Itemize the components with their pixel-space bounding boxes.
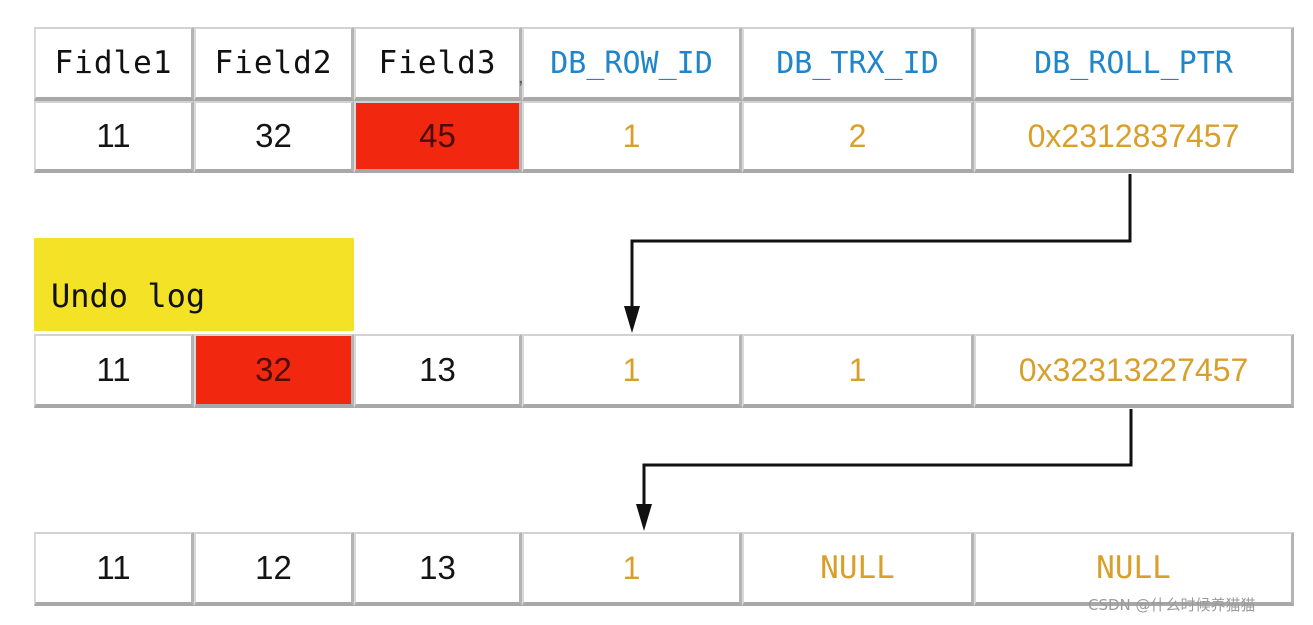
current-row-fidle1: 11: [34, 101, 194, 173]
watermark: CSDN @什么时候养猫猫: [1088, 596, 1256, 614]
undo-row-1-db-row-id: 1: [522, 334, 742, 408]
undo-row-1-db-trx-id: 1: [742, 334, 974, 408]
roll-pointer-arrowhead-2: [636, 504, 652, 531]
current-row-field2: 32: [194, 101, 354, 173]
undo-row-2-db-trx-id: NULL: [742, 532, 974, 606]
roll-pointer-arrow-1: [630, 174, 1132, 312]
header-separator-mark: ,: [518, 66, 524, 88]
header-field3: Field3: [354, 27, 522, 101]
undo-row-1-db-roll-ptr: 0x32313227457: [974, 334, 1294, 408]
undo-log-label: Undo log: [34, 238, 354, 331]
undo-row-1-field3: 13: [354, 334, 522, 408]
undo-row-2-fidle1: 11: [34, 532, 194, 606]
current-row-field3-changed: 45: [354, 101, 522, 173]
current-row-db-roll-ptr: 0x2312837457: [974, 101, 1294, 173]
undo-row-1-field2-changed: 32: [194, 334, 354, 408]
undo-row-2-field3: 13: [354, 532, 522, 606]
roll-pointer-arrowhead-1: [624, 306, 640, 333]
undo-row-2-db-roll-ptr: NULL: [974, 532, 1294, 606]
roll-pointer-arrow-2: [642, 409, 1133, 510]
undo-row-1-fidle1: 11: [34, 334, 194, 408]
header-fidle1: Fidle1: [34, 27, 194, 101]
undo-row-2-field2: 12: [194, 532, 354, 606]
current-row-db-row-id: 1: [522, 101, 742, 173]
undo-row-2-db-row-id: 1: [522, 532, 742, 606]
header-db-row-id: DB_ROW_ID: [522, 27, 742, 101]
header-field2: Field2: [194, 27, 354, 101]
header-db-roll-ptr: DB_ROLL_PTR: [974, 27, 1294, 101]
header-db-trx-id: DB_TRX_ID: [742, 27, 974, 101]
current-row-db-trx-id: 2: [742, 101, 974, 173]
